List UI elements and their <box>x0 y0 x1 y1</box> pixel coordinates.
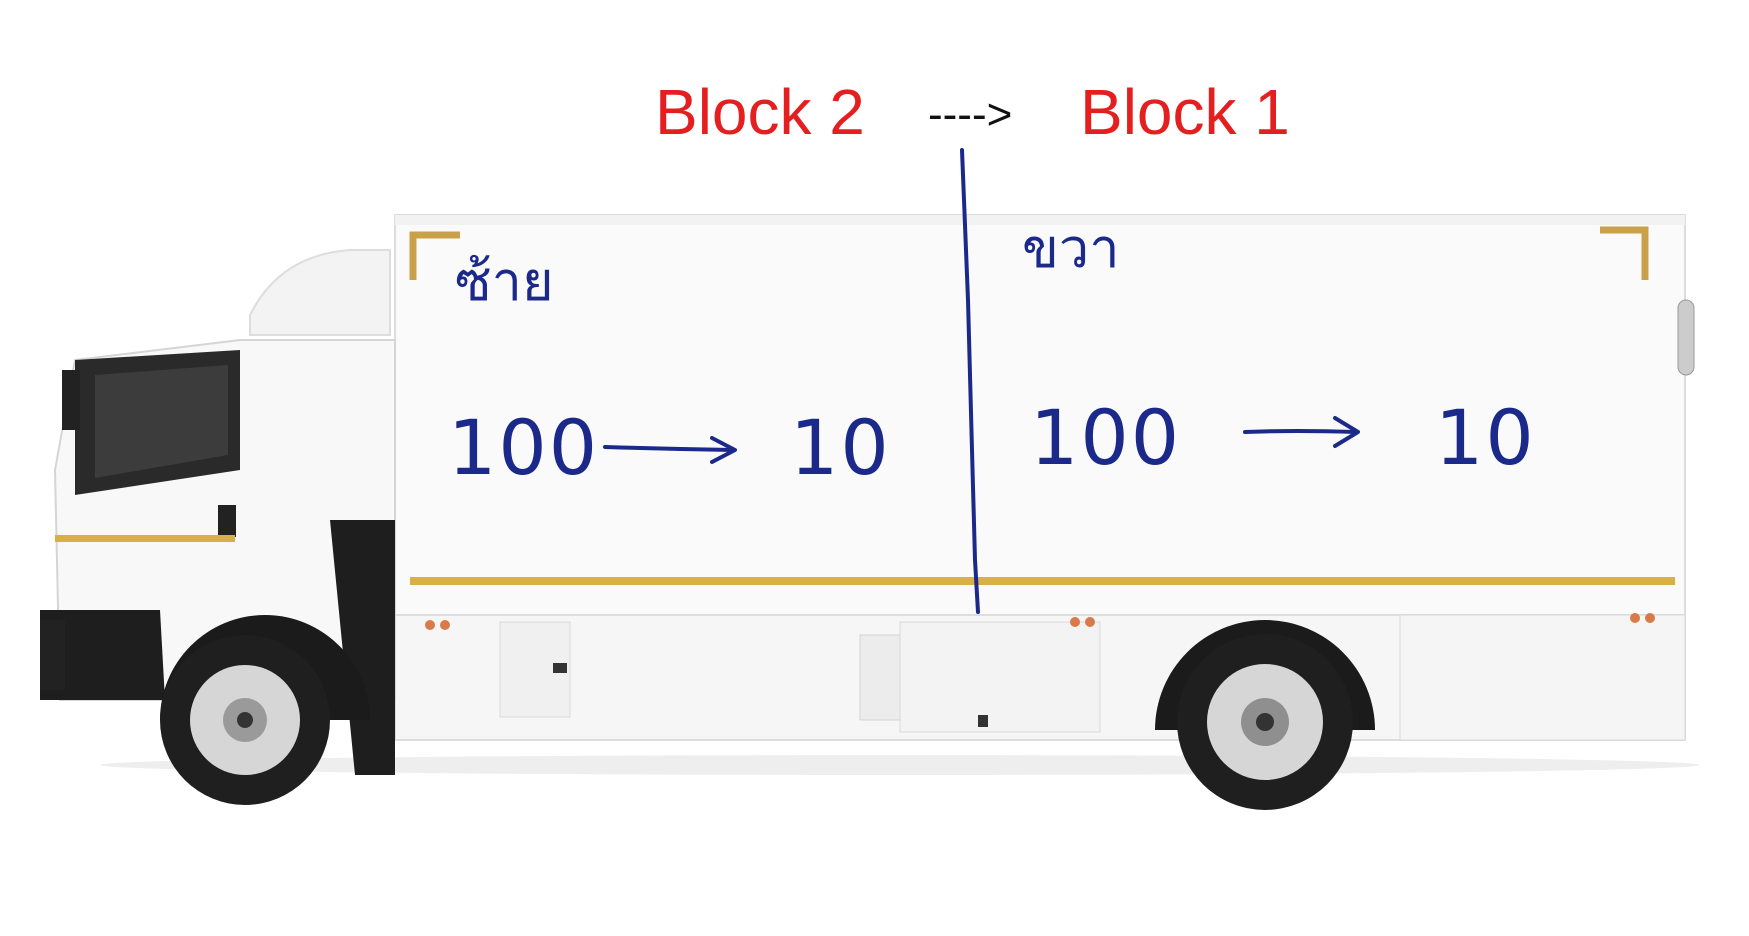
box-stripe <box>410 577 1675 585</box>
right-arrow-shaft <box>1243 429 1357 434</box>
divider-line <box>960 148 980 614</box>
left-arrow-head <box>710 436 737 464</box>
front-wheel <box>160 615 370 805</box>
right-to-value: 10 <box>1435 393 1536 482</box>
left-to-value: 10 <box>790 403 891 492</box>
right-arrow-head <box>1333 416 1360 448</box>
right-from-value: 100 <box>1030 393 1182 482</box>
corner-bracket-left <box>409 231 460 280</box>
left-from-value: 100 <box>448 403 600 492</box>
truck-cab <box>40 249 396 775</box>
right-side-label: ขวา <box>1022 217 1120 280</box>
corner-bracket-right <box>1600 226 1649 280</box>
direction-arrow: ----> <box>928 90 1013 139</box>
block-2-label: Block 2 <box>655 76 865 148</box>
left-arrow-shaft <box>603 445 735 452</box>
block-1-label: Block 1 <box>1080 76 1290 148</box>
cargo-box <box>394 214 1695 741</box>
left-side-label: ซ้าย <box>455 250 554 313</box>
rear-wheel <box>1155 620 1375 810</box>
ground-shadow <box>100 755 1700 775</box>
